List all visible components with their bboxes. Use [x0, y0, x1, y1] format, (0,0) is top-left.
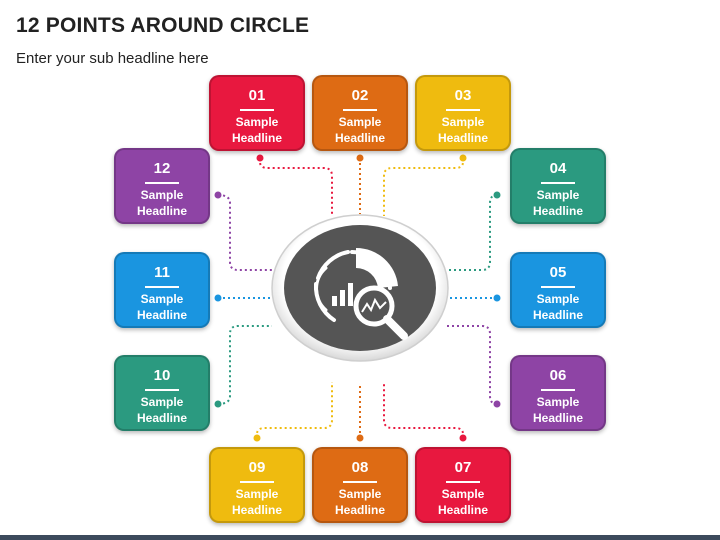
point-number: 10 [153, 367, 171, 384]
connector-dot-02 [356, 154, 364, 162]
point-label-line1: Sample [536, 187, 580, 202]
point-label-line2: Headline [136, 203, 187, 218]
point-10-box: 10 Sample Headline [114, 355, 210, 431]
point-number: 07 [454, 459, 472, 476]
point-label-line1: Sample [140, 187, 184, 202]
point-label-line2: Headline [334, 502, 385, 517]
divider [541, 182, 575, 184]
point-label-line1: Sample [235, 486, 279, 501]
divider [343, 109, 377, 111]
point-label-line2: Headline [231, 130, 282, 145]
point-06-box: 06 Sample Headline [510, 355, 606, 431]
connector-dot-01 [256, 154, 264, 162]
point-label-line1: Sample [441, 114, 485, 129]
page-subtitle: Enter your sub headline here [16, 50, 209, 67]
point-number: 09 [248, 459, 266, 476]
connector-line-04 [447, 194, 498, 271]
connector-dot-03 [459, 154, 467, 162]
point-number: 08 [351, 459, 369, 476]
connector-dot-04 [493, 191, 501, 199]
point-number: 12 [153, 160, 171, 177]
point-number: 01 [248, 87, 266, 104]
connector-dot-07 [459, 434, 467, 442]
point-label-line2: Headline [532, 203, 583, 218]
point-number: 06 [549, 367, 567, 384]
point-label-line2: Headline [334, 130, 385, 145]
point-label-line1: Sample [140, 291, 184, 306]
point-label-line1: Sample [338, 114, 382, 129]
divider [446, 109, 480, 111]
point-label-line1: Sample [235, 114, 279, 129]
data-analysis-icon [313, 247, 408, 340]
center-hub [271, 214, 449, 362]
point-label-line2: Headline [532, 410, 583, 425]
point-number: 04 [549, 160, 567, 177]
connector-dot-11 [214, 294, 222, 302]
point-label-line2: Headline [437, 130, 488, 145]
point-05-box: 05 Sample Headline [510, 252, 606, 328]
connector-line-01 [259, 158, 333, 216]
point-label-line1: Sample [536, 394, 580, 409]
divider [541, 389, 575, 391]
divider [446, 481, 480, 483]
point-07-box: 07 Sample Headline [415, 447, 511, 523]
point-number: 02 [351, 87, 369, 104]
divider [145, 182, 179, 184]
point-label-line2: Headline [136, 307, 187, 322]
point-label-line2: Headline [136, 410, 187, 425]
point-number: 11 [154, 264, 170, 281]
point-label-line2: Headline [532, 307, 583, 322]
connector-line-10 [217, 325, 272, 405]
point-label-line1: Sample [441, 486, 485, 501]
connector-dot-05 [493, 294, 501, 302]
connector-line-03 [383, 158, 464, 216]
divider [145, 389, 179, 391]
point-11-box: 11 Sample Headline [114, 252, 210, 328]
point-09-box: 09 Sample Headline [209, 447, 305, 523]
point-03-box: 03 Sample Headline [415, 75, 511, 151]
divider [541, 286, 575, 288]
connector-dot-10 [214, 400, 222, 408]
point-04-box: 04 Sample Headline [510, 148, 606, 224]
connector-line-07 [383, 382, 464, 438]
point-01-box: 01 Sample Headline [209, 75, 305, 151]
point-number: 05 [549, 264, 567, 281]
connector-dot-09 [253, 434, 261, 442]
page-title: 12 POINTS AROUND CIRCLE [16, 14, 310, 37]
connector-dot-12 [214, 191, 222, 199]
divider [145, 286, 179, 288]
connector-line-06 [447, 325, 498, 405]
connector-dot-06 [493, 400, 501, 408]
connector-line-12 [217, 194, 272, 271]
divider [240, 109, 274, 111]
connector-dot-08 [356, 434, 364, 442]
point-number: 03 [454, 87, 472, 104]
point-label-line1: Sample [140, 394, 184, 409]
point-label-line1: Sample [338, 486, 382, 501]
point-08-box: 08 Sample Headline [312, 447, 408, 523]
connector-line-09 [256, 382, 333, 438]
bottom-bar [0, 535, 720, 540]
divider [343, 481, 377, 483]
point-label-line2: Headline [437, 502, 488, 517]
divider [240, 481, 274, 483]
point-label-line1: Sample [536, 291, 580, 306]
point-12-box: 12 Sample Headline [114, 148, 210, 224]
point-02-box: 02 Sample Headline [312, 75, 408, 151]
point-label-line2: Headline [231, 502, 282, 517]
